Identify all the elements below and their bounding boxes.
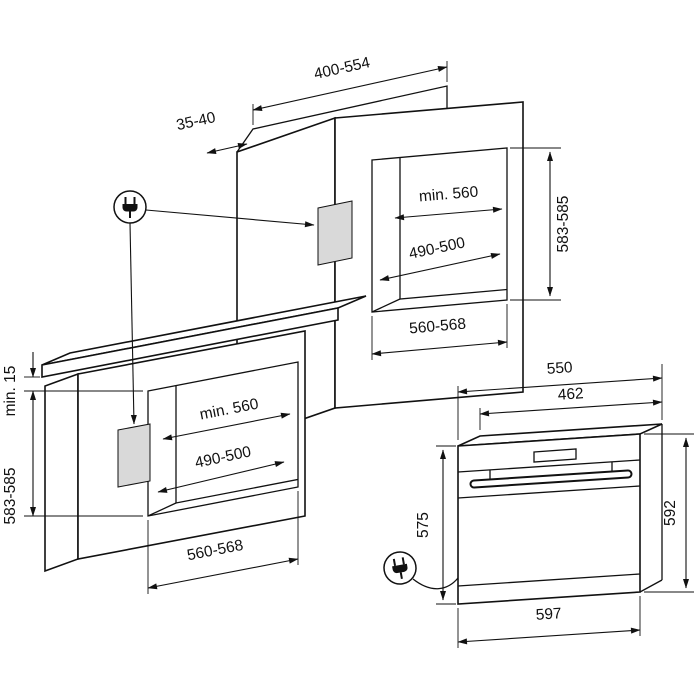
oven-display [533,448,577,463]
outlet-leader-lines [129,209,315,425]
dim-oven-height-back: 592 [644,433,694,593]
oven-bottom-back-edge [639,579,663,593]
dim-oven-depth-body: 462 [479,385,663,430]
dim-oven-depth-total: 550 [457,359,663,440]
oven-door-top-line [457,485,641,499]
dim-tall-panel-thickness: 35-40 [175,109,248,154]
dim-label-oven-width: 597 [535,605,562,624]
oven: 550 462 575 592 597 [380,359,694,648]
dim-worktop-gap: min. 15 [2,352,40,416]
dim-label-base-opening-width: 560-568 [186,537,245,565]
oven-handle-inner [471,471,631,487]
tall-niche-opening [371,147,508,313]
dim-tall-niche-width: min. 560 [394,184,503,221]
dim-label-oven-depth-body: 462 [557,385,584,404]
dim-label-tall-niche-width: min. 560 [418,184,479,206]
dim-label-tall-panel: 35-40 [175,109,218,134]
dim-label-tall-opening-width: 560-568 [409,316,467,338]
outlet-zone-tall [317,200,353,266]
dim-tall-opening-width: 560-568 [371,304,508,360]
base-cabinet-front [77,330,306,560]
power-plug-icon-top [113,190,147,224]
oven-control-panel-line [457,459,641,473]
dim-oven-height-front: 575 [415,445,456,605]
oven-power-cable [412,577,459,590]
dim-base-niche-height: 583-585 [2,390,143,525]
worktop-front-edge [41,307,339,378]
dim-label-worktop-gap: min. 15 [2,366,19,417]
dim-label-tall-top-cutout: 400-554 [312,54,372,83]
outlet-zone-base [117,423,151,488]
dim-label-oven-depth-total: 550 [546,359,573,378]
dim-label-oven-height-back: 592 [662,500,679,526]
dim-label-base-niche-height: 583-585 [2,468,19,525]
base-cabinet-side-panel [44,372,79,573]
dim-label-tall-niche-height: 583-585 [555,196,572,253]
power-plug-icon-oven [380,548,420,588]
dim-tall-niche-height: 583-585 [510,147,572,301]
dim-label-oven-height-front: 575 [415,512,432,538]
dim-oven-width: 597 [457,596,641,648]
oven-door-bottom-line [457,573,641,587]
base-cabinet: min. 15 583-585 min. 560 490-500 560-568 [2,295,367,594]
oven-front-face [457,433,641,605]
